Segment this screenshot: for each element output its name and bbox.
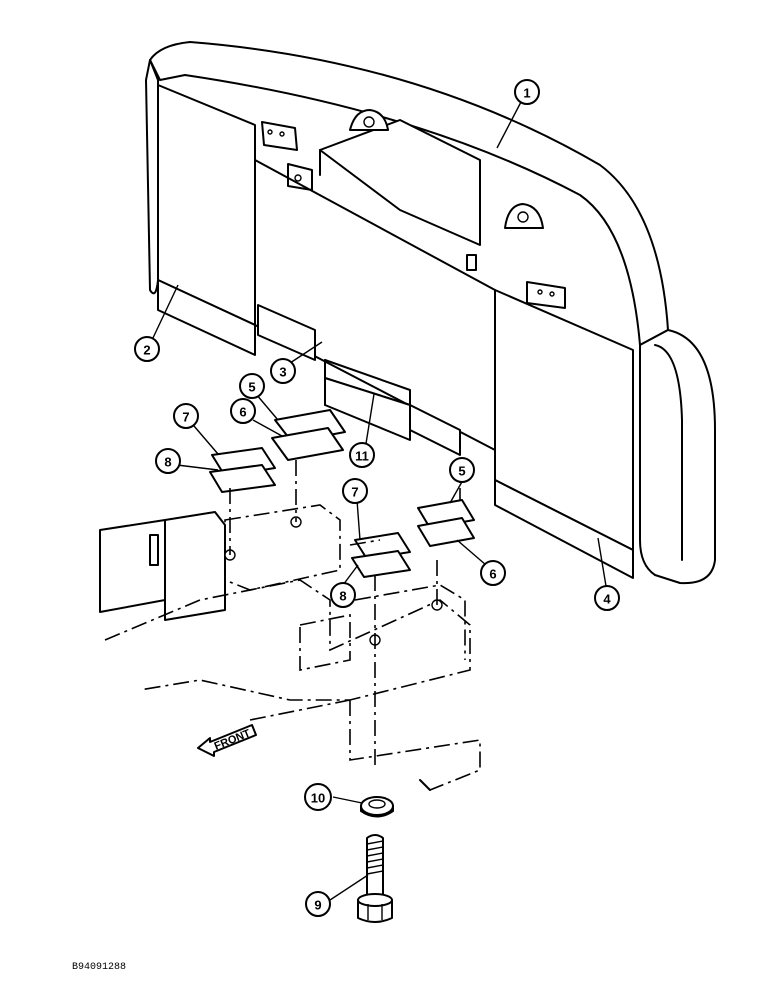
svg-text:11: 11: [355, 449, 369, 464]
svg-text:2: 2: [143, 343, 150, 358]
svg-text:3: 3: [279, 365, 286, 380]
callout-2: 2: [134, 336, 160, 362]
counterweight-body: [145, 41, 716, 585]
svg-text:1: 1: [523, 86, 530, 101]
leader-lines: [151, 101, 607, 903]
document-id: B94091288: [72, 962, 127, 973]
callout-11: 11: [349, 442, 375, 468]
callout-6b: 6: [480, 560, 506, 586]
callout-7a: 7: [173, 403, 199, 429]
right-weight-plate: [494, 289, 634, 579]
callout-7b: 7: [342, 478, 368, 504]
callout-8a: 8: [155, 448, 181, 474]
frame-outline: [99, 504, 481, 791]
svg-text:5: 5: [458, 464, 465, 479]
front-label: FRONT: [213, 727, 253, 752]
front-direction-arrow: FRONT: [197, 724, 257, 757]
bolt: [357, 834, 393, 923]
left-weight-plate: [157, 84, 256, 356]
callout-10: 10: [304, 783, 332, 811]
callout-1: 1: [514, 79, 540, 105]
callout-5b: 5: [449, 457, 475, 483]
callout-9: 9: [305, 891, 331, 917]
svg-text:5: 5: [248, 380, 255, 395]
callout-5a: 5: [239, 373, 265, 399]
svg-text:4: 4: [603, 592, 611, 607]
shim-stack-left: [209, 409, 346, 493]
svg-text:6: 6: [489, 567, 496, 582]
shim-stack-right: [351, 499, 475, 578]
svg-text:9: 9: [314, 898, 321, 913]
svg-text:8: 8: [164, 455, 171, 470]
svg-text:6: 6: [239, 405, 246, 420]
callout-3: 3: [270, 358, 296, 384]
small-weight-plate: [324, 359, 411, 441]
svg-text:7: 7: [351, 485, 358, 500]
svg-text:7: 7: [182, 410, 189, 425]
washer: [360, 796, 394, 818]
svg-text:8: 8: [339, 589, 346, 604]
callout-4: 4: [594, 585, 620, 611]
svg-text:10: 10: [311, 791, 325, 806]
callout-8b: 8: [330, 582, 356, 608]
callout-6a: 6: [230, 398, 256, 424]
